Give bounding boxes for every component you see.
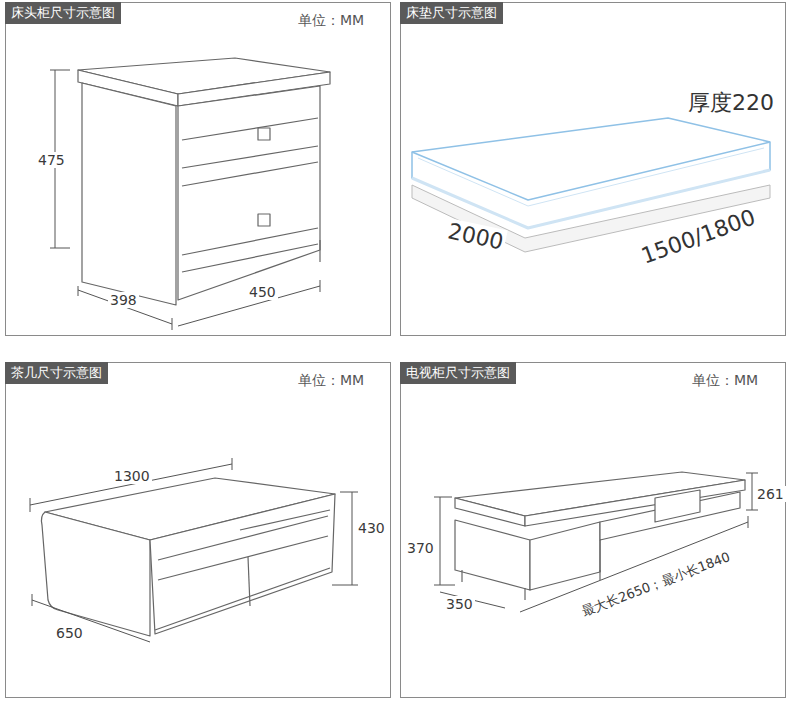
coffee-table-drawing [41, 478, 335, 636]
tv-cabinet-drawing [524, 588, 525, 600]
coffee-table-dimensions [332, 585, 358, 586]
coffee-table-dimensions [30, 498, 31, 512]
diagram-panel: 茶几尺寸示意图 [5, 362, 391, 698]
unit-note: 单位：MM [296, 12, 366, 28]
dimension-label: 2000 [444, 218, 508, 255]
dimension-label: 1300 [112, 468, 152, 484]
coffee-table-dimensions [32, 594, 33, 606]
tv-cabinet-drawing [655, 490, 700, 522]
nightstand-drawing [319, 240, 320, 262]
mattress-drawing [418, 148, 764, 206]
diagram-panel: 床垫尺寸示意图 [400, 2, 786, 336]
coffee-table-dimensions [32, 600, 150, 642]
nightstand-dimensions [78, 286, 79, 296]
panel-heading: 床头柜尺寸示意图 [5, 2, 121, 24]
tv-cabinet-drawing [455, 520, 530, 590]
dimension-label: 398 [108, 292, 139, 308]
nightstand-dimensions [172, 318, 173, 330]
dimension-label: 650 [54, 625, 85, 641]
dimension-label: 450 [247, 284, 278, 300]
dimension-label: 370 [405, 540, 436, 556]
coffee-table-drawing [150, 494, 335, 634]
nightstand-dimensions [320, 280, 321, 292]
coffee-table-drawing [155, 568, 330, 630]
coffee-table-drawing [248, 557, 250, 606]
nightstand-drawing [82, 83, 176, 305]
nightstand-drawing [182, 118, 318, 140]
mattress-drawing [412, 142, 770, 200]
tv-cabinet-drawing [461, 570, 462, 582]
tv-cabinet-drawing [599, 570, 600, 580]
mattress-drawing [412, 118, 770, 228]
tv-cabinet-dimensions [746, 473, 758, 474]
dimension-label: 厚度220 [686, 90, 776, 115]
dimension-label: 最大长2650；最小长1840 [578, 548, 734, 620]
tv-cabinet-dimensions [434, 497, 452, 498]
tv-cabinet-dimensions [746, 510, 758, 511]
coffee-table-drawing [41, 512, 150, 636]
nightstand-drawing [258, 128, 270, 140]
tv-cabinet-drawing [530, 522, 600, 590]
diagram-panel: 电视柜尺寸示意图 [400, 362, 786, 698]
coffee-table-dimensions [232, 458, 233, 470]
dimension-label: 261 [755, 486, 786, 502]
nightstand-drawing [182, 244, 318, 272]
coffee-table-drawing [158, 516, 328, 560]
coffee-table-dimensions [340, 492, 358, 493]
tv-cabinet-dimensions [434, 473, 758, 612]
unit-note: 单位：MM [296, 372, 366, 388]
dimension-label: 475 [36, 152, 67, 168]
coffee-table-drawing [240, 510, 330, 530]
nightstand-dimensions [50, 70, 320, 330]
coffee-table-dimensions [352, 492, 353, 585]
nightstand-drawing [178, 86, 320, 300]
coffee-table-dimensions [30, 464, 232, 505]
diagram-panel: 床头柜尺寸示意图 [5, 2, 391, 336]
dimension-label: 430 [356, 520, 387, 536]
coffee-table-drawing [158, 536, 328, 580]
nightstand-dimensions [78, 290, 172, 324]
nightstand-drawing [258, 214, 270, 226]
tv-cabinet-dimensions [440, 497, 441, 585]
panel-heading: 电视柜尺寸示意图 [400, 362, 516, 384]
nightstand-drawing [78, 58, 330, 305]
nightstand-drawing [182, 162, 318, 186]
nightstand-drawing [182, 146, 318, 168]
tv-cabinet-drawing [455, 498, 525, 526]
panel-heading: 床垫尺寸示意图 [400, 2, 503, 24]
panel-heading: 茶几尺寸示意图 [5, 362, 108, 384]
nightstand-drawing [182, 228, 318, 255]
tv-cabinet-dimensions [434, 585, 455, 586]
tv-cabinet-drawing [599, 540, 600, 572]
dimension-label: 350 [444, 596, 475, 612]
unit-note: 单位：MM [690, 372, 760, 388]
nightstand-dimensions [50, 70, 70, 71]
tv-cabinet-dimensions [748, 516, 749, 528]
coffee-table-dimensions [30, 458, 358, 642]
nightstand-dimensions [50, 248, 70, 249]
tv-cabinet-dimensions [752, 473, 753, 510]
